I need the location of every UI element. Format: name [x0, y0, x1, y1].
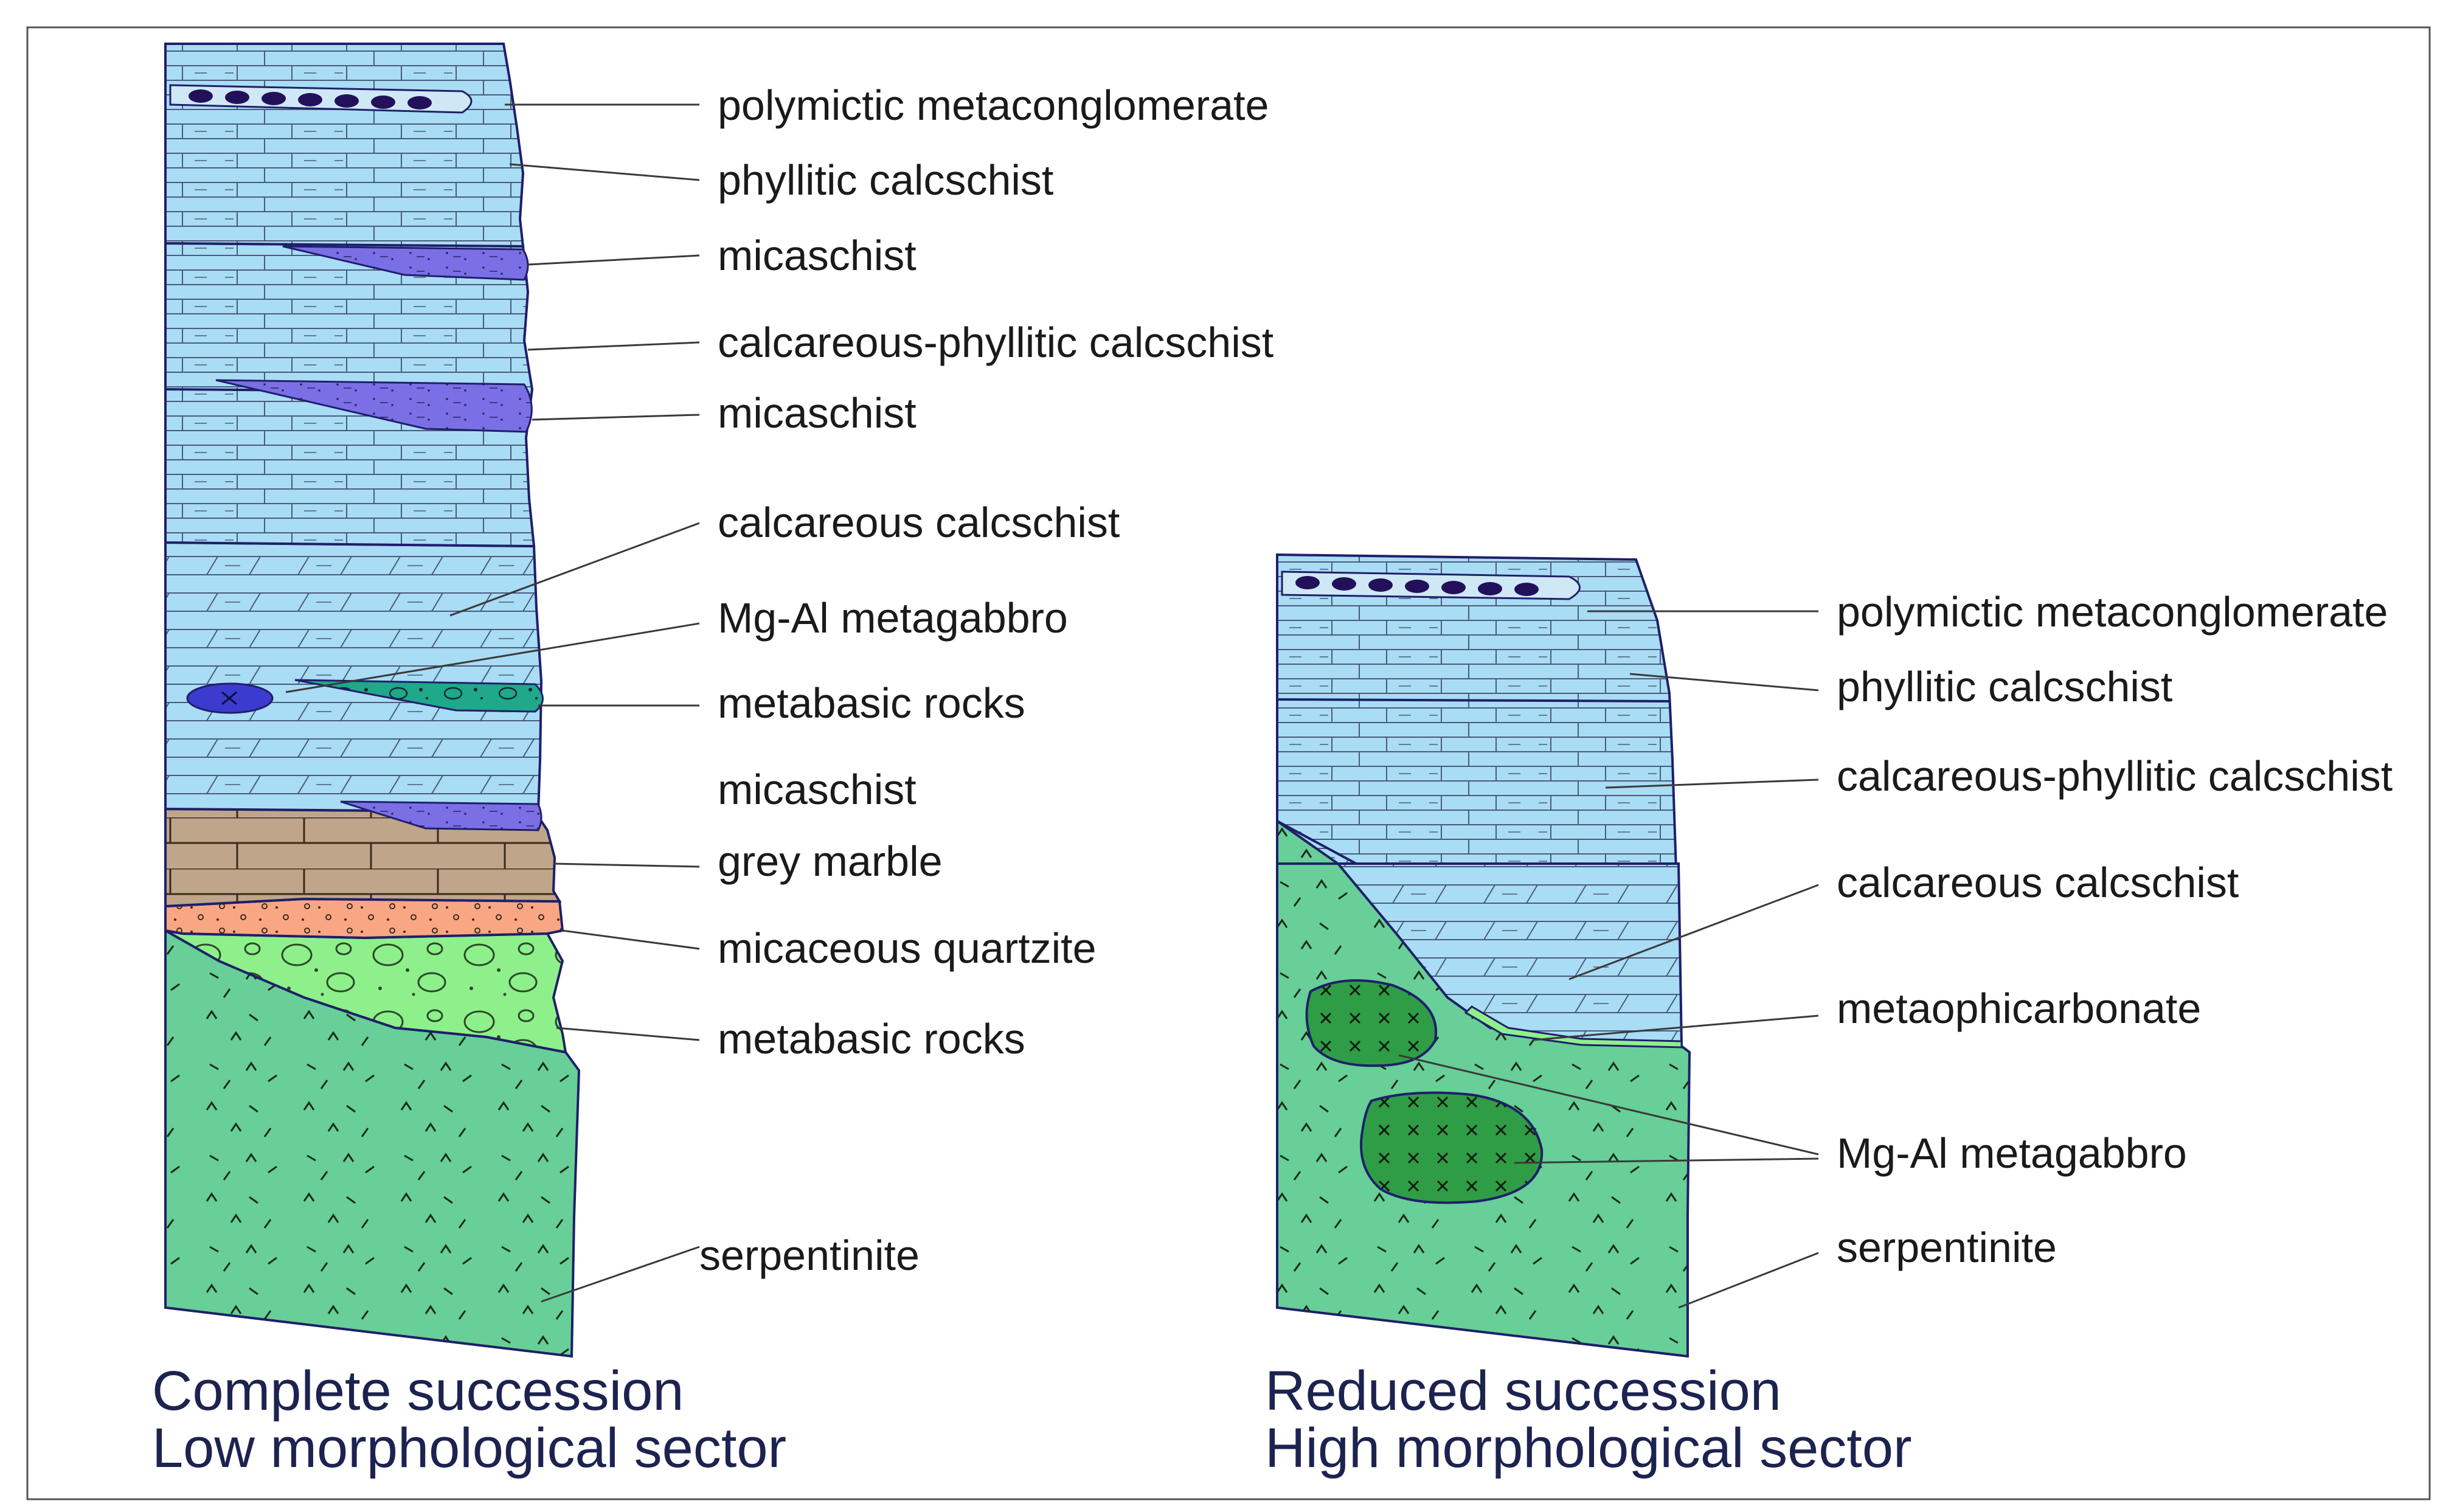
right-column: polymictic metaconglomerate phyllitic ca… [1265, 553, 2393, 1479]
left-micaschist-lens-2 [215, 379, 533, 433]
right-metagabbro-body-1 [1305, 979, 1438, 1067]
left-leader-4 [527, 341, 700, 351]
right-internal-boundary-1 [1277, 698, 1670, 702]
right-metagabbro-body-2 [1360, 1091, 1544, 1204]
left-leader-6 [449, 522, 700, 617]
right-leader-6a [1398, 1054, 1819, 1156]
right-leader-4 [1568, 884, 1819, 980]
left-leader-10 [562, 929, 700, 950]
left-quartzite-layer [164, 897, 564, 940]
right-leader-3 [1605, 779, 1819, 789]
left-label-metabasic-rocks-1: metabasic rocks [718, 679, 1025, 727]
right-label-calcareous-calcschist: calcareous calcschist [1837, 859, 2239, 906]
right-leader-2 [1629, 673, 1819, 692]
left-label-calcareous-phyllitic-calcschist: calcareous-phyllitic calcschist [718, 319, 1274, 366]
left-micaschist-lens-3 [340, 800, 542, 831]
left-label-polymictic-metaconglomerate: polymictic metaconglomerate [718, 81, 1269, 129]
right-leader-5 [1532, 1014, 1819, 1041]
right-conglomerate-clasts [1295, 576, 1539, 596]
left-caption-line1: Complete succession [152, 1360, 684, 1422]
right-label-phyllitic-calcschist: phyllitic calcschist [1837, 663, 2172, 710]
left-label-metabasic-rocks-2: metabasic rocks [718, 1015, 1025, 1063]
left-leader-5 [532, 414, 700, 421]
right-label-serpentinite: serpentinite [1837, 1224, 2057, 1271]
left-gabbro-cross-icon [221, 691, 237, 706]
left-label-micaschist-3: micaschist [718, 766, 917, 813]
left-label-calcareous-calcschist: calcareous calcschist [718, 499, 1120, 546]
right-metaophicarbonate-band [1464, 1005, 1683, 1049]
left-calcareous-calcschist-layer [164, 541, 543, 814]
left-label-phyllitic-calcschist: phyllitic calcschist [718, 156, 1053, 204]
left-metabasic-lens [294, 679, 544, 713]
left-leader-9 [553, 862, 700, 868]
left-leader-12 [541, 1246, 700, 1303]
left-micaschist-lens-1 [282, 245, 529, 281]
left-phyllitic-calcschist-layer [164, 43, 525, 248]
left-label-micaschist-2: micaschist [718, 389, 917, 437]
right-label-polymictic-metaconglomerate: polymictic metaconglomerate [1837, 588, 2388, 636]
left-label-micaschist-1: micaschist [718, 232, 917, 279]
left-label-grey-marble: grey marble [718, 837, 943, 885]
left-conglomerate-clasts [189, 89, 432, 109]
right-caption-line1: Reduced succession [1265, 1360, 1781, 1422]
right-label-metaophicarbonate: metaophicarbonate [1837, 985, 2201, 1032]
left-label-mg-al-metagabbro: Mg-Al metagabbro [718, 594, 1068, 642]
left-leader-11 [556, 1027, 700, 1041]
right-label-mg-al-metagabbro: Mg-Al metagabbro [1837, 1129, 2187, 1177]
right-caption-line2: High morphological sector [1265, 1417, 1912, 1479]
left-leader-7 [285, 622, 700, 693]
right-conglomerate-bed [1281, 570, 1581, 600]
left-caption-line2: Low morphological sector [152, 1417, 786, 1479]
right-label-calcareous-phyllitic-calcschist: calcareous-phyllitic calcschist [1837, 752, 2393, 800]
figure-frame [26, 26, 2431, 1500]
left-leader-3 [527, 254, 700, 266]
left-label-micaceous-quartzite: micaceous quartzite [718, 924, 1097, 972]
left-leader-2 [509, 163, 700, 181]
right-leader-7 [1678, 1252, 1819, 1309]
left-column: polymictic metaconglomerate phyllitic ca… [152, 43, 1274, 1479]
right-leader-6b [1514, 1157, 1819, 1164]
left-label-serpentinite: serpentinite [699, 1232, 920, 1279]
